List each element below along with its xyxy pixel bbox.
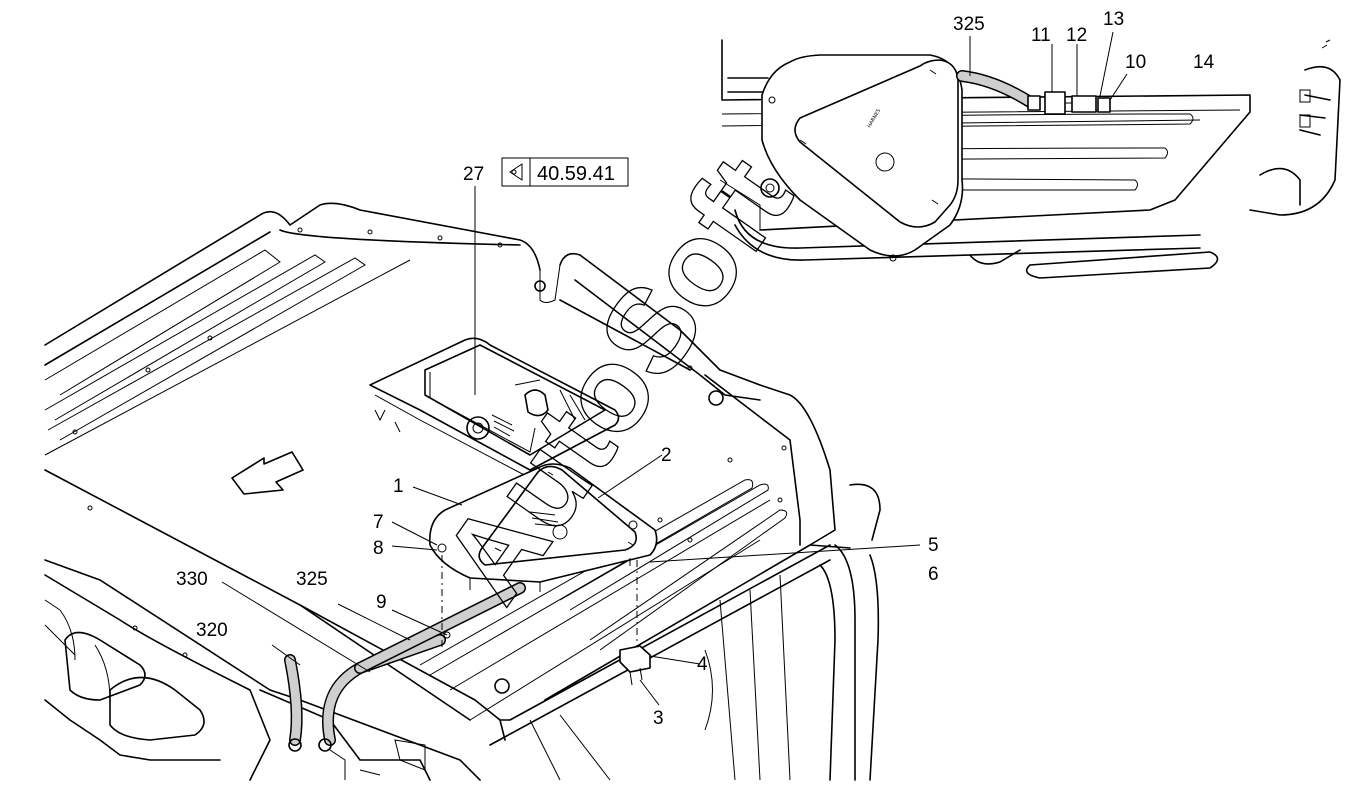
callout-3: 3 — [653, 708, 664, 729]
callout-2: 2 — [661, 445, 672, 466]
callout-1: 1 — [393, 476, 404, 497]
callout-27: 27 — [463, 164, 484, 185]
inset-callout-10: 10 — [1125, 52, 1146, 73]
callout-4: 4 — [697, 654, 708, 675]
view-arrow-icon — [509, 163, 523, 181]
callout-320: 320 — [196, 620, 228, 641]
callout-8: 8 — [373, 538, 384, 559]
callout-325: 325 — [296, 569, 328, 590]
callout-5: 5 — [928, 535, 939, 556]
travel-direction-arrow-icon — [231, 451, 304, 495]
inset-view: HARNES — [719, 31, 1341, 279]
reference-box[interactable]: 40.59.41 — [501, 157, 629, 187]
inset-callout-13: 13 — [1103, 9, 1124, 30]
rivets — [72, 227, 787, 658]
callout-6: 6 — [928, 564, 939, 585]
inset-callout-14: 14 — [1193, 52, 1215, 73]
inset-callouts: 325 11 12 13 10 14 — [953, 9, 1215, 73]
callout-330: 330 — [176, 569, 208, 590]
inset-callout-12: 12 — [1066, 25, 1087, 46]
callout-7: 7 — [373, 512, 384, 533]
callouts: 27 1 2 7 8 9 330 325 320 5 6 4 3 — [176, 164, 939, 729]
inset-callout-11: 11 — [1031, 25, 1051, 46]
inset-callout-325: 325 — [953, 14, 985, 35]
reference-code: 40.59.41 — [537, 163, 615, 185]
callout-9: 9 — [376, 592, 387, 613]
main-view — [44, 186, 921, 781]
